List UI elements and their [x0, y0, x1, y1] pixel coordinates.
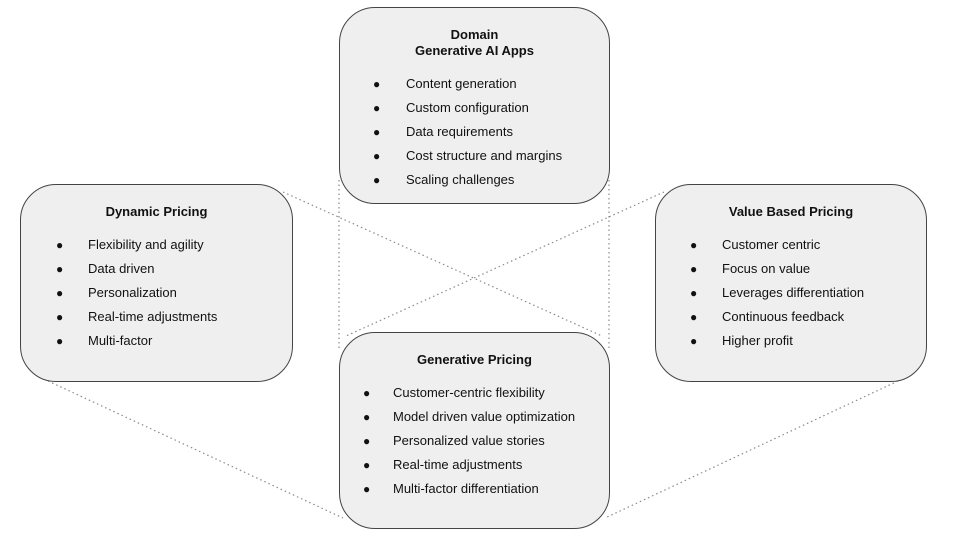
dynamic-list: ● Flexibility and agility ● Data driven ● P…: [21, 233, 292, 353]
list-item-label: Customer-centric flexibility: [393, 385, 545, 400]
list-item-label: Real-time adjustments: [393, 457, 523, 472]
bullet-icon: ●: [363, 458, 371, 472]
bullet-icon: ●: [363, 434, 371, 448]
bullet-icon: ●: [56, 262, 64, 276]
bullet-icon: ●: [363, 482, 371, 496]
bullet-icon: ●: [56, 286, 64, 300]
domain-list: ● Content generation ● Custom configuratio…: [340, 72, 609, 192]
list-item-label: Cost structure and margins: [406, 148, 563, 163]
list-item: ● Multi-factor differentiation: [340, 477, 609, 501]
list-item: ● Multi-factor: [21, 329, 292, 353]
bullet-icon: ●: [690, 262, 698, 276]
list-item: ● Real-time adjustments: [21, 305, 292, 329]
list-item-label: Focus on value: [722, 261, 811, 276]
list-item: ● Data requirements: [340, 120, 609, 144]
generative-list: ● Customer-centric flexibility ● Model dri…: [340, 381, 609, 501]
value-list: ● Customer centric ● Focus on value ● Lever…: [656, 233, 926, 353]
list-item-label: Model driven value optimization: [393, 409, 576, 424]
list-item-label: Multi-factor differentiation: [393, 481, 539, 496]
list-item: ● Customer centric: [656, 233, 926, 257]
list-item: ● Personalized value stories: [340, 429, 609, 453]
value-based-pricing-box: Value Based Pricing ● Customer centric ● F…: [655, 184, 927, 382]
domain-title-line2: Generative AI Apps: [415, 43, 534, 58]
list-item-label: Custom configuration: [406, 100, 529, 115]
list-item: ● Customer-centric flexibility: [340, 381, 609, 405]
list-item: ● Custom configuration: [340, 96, 609, 120]
generative-pricing-box: Generative Pricing ● Customer-centric fle…: [339, 332, 610, 529]
list-item: ● Model driven value optimization: [340, 405, 609, 429]
dynamic-pricing-box: Dynamic Pricing ● Flexibility and agility…: [20, 184, 293, 382]
bullet-icon: ●: [373, 101, 381, 115]
connector-dynamic-bottom-to-generative: [47, 380, 344, 519]
connector-value-to-generative: [345, 191, 665, 337]
connector-value-bottom-to-generative: [604, 380, 899, 519]
dynamic-box-title: Dynamic Pricing: [105, 204, 208, 219]
list-item-label: Leverages differentiation: [722, 285, 865, 300]
list-item-label: Personalized value stories: [393, 433, 545, 448]
list-item-label: Content generation: [406, 76, 517, 91]
list-item-label: Continuous feedback: [722, 309, 845, 324]
domain-box-title: Domain Generative AI Apps: [340, 27, 609, 59]
domain-title-line1: Domain: [450, 27, 499, 42]
bullet-icon: ●: [56, 310, 64, 324]
list-item-label: Real-time adjustments: [88, 309, 218, 324]
generative-box-title: Generative Pricing: [417, 352, 532, 367]
bullet-icon: ●: [690, 334, 698, 348]
bullet-icon: ●: [363, 386, 371, 400]
list-item: ● Scaling challenges: [340, 168, 609, 192]
bullet-icon: ●: [690, 310, 698, 324]
list-item-label: Flexibility and agility: [88, 237, 204, 252]
bullet-icon: ●: [373, 149, 381, 163]
bullet-icon: ●: [373, 173, 381, 187]
bullet-icon: ●: [56, 334, 64, 348]
list-item-label: Personalization: [88, 285, 177, 300]
bullet-icon: ●: [690, 238, 698, 252]
list-item-label: Multi-factor: [88, 333, 153, 348]
bullet-icon: ●: [373, 77, 381, 91]
bullet-icon: ●: [363, 410, 371, 424]
list-item: ● Real-time adjustments: [340, 453, 609, 477]
value-box-title: Value Based Pricing: [728, 204, 854, 219]
list-item: ● Personalization: [21, 281, 292, 305]
list-item: ● Continuous feedback: [656, 305, 926, 329]
list-item: ● Focus on value: [656, 257, 926, 281]
list-item-label: Higher profit: [722, 333, 793, 348]
domain-generative-ai-apps-box: Domain Generative AI Apps ● Content gener…: [339, 7, 610, 204]
list-item: ● Cost structure and margins: [340, 144, 609, 168]
list-item: ● Content generation: [340, 72, 609, 96]
list-item: ● Data driven: [21, 257, 292, 281]
list-item-label: Scaling challenges: [406, 172, 515, 187]
list-item: ● Higher profit: [656, 329, 926, 353]
bullet-icon: ●: [373, 125, 381, 139]
list-item-label: Data driven: [88, 261, 155, 276]
bullet-icon: ●: [56, 238, 64, 252]
bullet-icon: ●: [690, 286, 698, 300]
connector-dynamic-to-generative: [282, 191, 603, 337]
list-item-label: Customer centric: [722, 237, 821, 252]
list-item-label: Data requirements: [406, 124, 513, 139]
list-item: ● Flexibility and agility: [21, 233, 292, 257]
list-item: ● Leverages differentiation: [656, 281, 926, 305]
